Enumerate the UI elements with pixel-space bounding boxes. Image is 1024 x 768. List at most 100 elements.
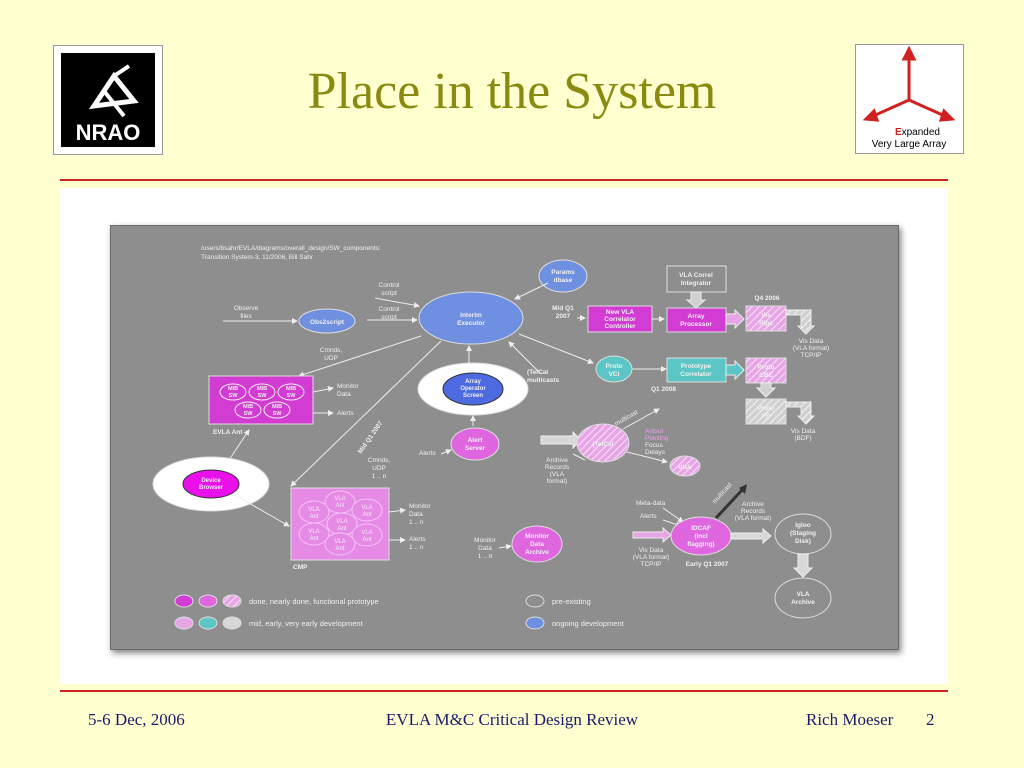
monitor-data-a: Monitor bbox=[337, 383, 360, 390]
legend-done-swatch bbox=[174, 594, 194, 608]
nvcc-label-1: New VLA bbox=[606, 309, 634, 316]
vis-data-1: Vis Data bbox=[799, 338, 824, 345]
integrator-arrow bbox=[685, 291, 707, 309]
vla-correl-integrator-node bbox=[666, 265, 727, 293]
monitor-data-b: Data bbox=[337, 391, 351, 398]
legend-mid-label: mid, early, very early development bbox=[249, 619, 364, 628]
legend-ongoing-label: ongoing development bbox=[552, 619, 625, 628]
vis-data-3: TCP/IP bbox=[801, 352, 822, 359]
nrao-logo: NRAO bbox=[53, 45, 163, 155]
prototype-correlator-1: Prototype bbox=[681, 363, 712, 370]
igloo-1: Igloo bbox=[795, 522, 811, 529]
igloo-3: Disk) bbox=[795, 538, 811, 545]
vis-pipe-label-2: Pipe bbox=[759, 320, 773, 327]
mib-2a: MIB bbox=[257, 386, 267, 392]
archive-rec-2: Records bbox=[545, 464, 570, 471]
vla-correl-integrator-label-1: VLA Correl bbox=[679, 272, 713, 279]
vis-pipe-arrow bbox=[785, 309, 816, 335]
vla-ant-1a: VLA bbox=[334, 496, 345, 502]
igloo-archive-arrow bbox=[792, 553, 814, 578]
mid-q1-2007-diag: Mid Q1 2007 bbox=[357, 420, 385, 455]
vla-ant-5a: VLA bbox=[308, 529, 319, 535]
vla-ant-3a: VLA bbox=[361, 505, 372, 511]
telcal-disk-arrow bbox=[626, 451, 668, 464]
alerts-arrow-2 bbox=[440, 449, 452, 455]
legend-ongoing-swatch bbox=[525, 616, 545, 630]
idcaf-2: (incl bbox=[694, 533, 708, 540]
aos-label-2: Operator bbox=[460, 386, 486, 392]
cmnds-udp-n-3: 1 .. n bbox=[372, 473, 387, 480]
idcaf-igloo-arrow bbox=[730, 527, 772, 545]
telcal-input-arrow bbox=[540, 430, 582, 450]
ap-arrow bbox=[725, 308, 745, 330]
archive-rec-b-3: (VLA format) bbox=[735, 515, 771, 522]
legend: done, nearly done, functional prototype … bbox=[174, 594, 625, 630]
vis-data-bdf-2: (BDF) bbox=[794, 435, 811, 442]
archive-rec-b-1: Archive bbox=[742, 501, 764, 508]
nvcc-label-2: Correlator bbox=[604, 316, 636, 323]
proto-cbe-1: Proto bbox=[758, 364, 775, 371]
prototype-correlator-2: Correlator bbox=[680, 371, 712, 378]
mda-3: Archive bbox=[525, 549, 549, 556]
vla-ant-2a: VLA bbox=[308, 507, 319, 513]
evla-logo-graphic: Expanded Very Large Array bbox=[862, 45, 956, 150]
alerts-label-2: Alerts bbox=[419, 450, 436, 457]
telcal-multicast-arrow bbox=[622, 408, 660, 430]
nrao-logo-graphic: NRAO bbox=[61, 53, 155, 147]
telcal-multicasts-a: (TelCal bbox=[527, 369, 548, 376]
evla-ant-label: EVLA Ant bbox=[213, 429, 243, 436]
mid-q1-2007-a: Mid Q1 bbox=[552, 305, 574, 312]
mda-1: Monitor bbox=[525, 533, 549, 540]
archive-rec-3: (VLA bbox=[550, 471, 565, 478]
diagram-source-note: Transition System-3, 11/2006, Bill Sahr bbox=[201, 254, 314, 261]
telcal-node bbox=[576, 423, 630, 463]
vis-pipe-label-1: Vis bbox=[761, 312, 771, 319]
idcaf-multicast-arrow bbox=[714, 487, 745, 520]
footer-page-number: 2 bbox=[926, 710, 935, 729]
control-script-2-a: Control bbox=[379, 306, 401, 313]
device-browser-1: Device bbox=[201, 478, 221, 484]
obs2script-node bbox=[298, 308, 356, 334]
idcaf-vis-2: (VLA format) bbox=[633, 554, 669, 561]
vla-correl-integrator-label-2: Integrator bbox=[681, 280, 712, 287]
vla-ant-1b: Ant bbox=[335, 503, 344, 509]
idcaf-3: flagging) bbox=[687, 541, 714, 548]
vla-ant-4b: Ant bbox=[337, 526, 346, 532]
meta-data-label: Meta-data bbox=[636, 500, 666, 507]
legend-pre-swatch bbox=[525, 594, 545, 608]
cmnds-udp-n-1: Cmnds, bbox=[368, 457, 391, 464]
legend-nearly-done-swatch bbox=[198, 594, 218, 608]
igloo-2: (Staging bbox=[790, 530, 816, 537]
disk-label: disk bbox=[678, 464, 691, 471]
params-arrow bbox=[514, 282, 549, 300]
multicast-label: multicast bbox=[614, 409, 640, 428]
cmp-alerts-1: Alerts bbox=[409, 536, 426, 543]
q1-2008-label: Q1 2008 bbox=[651, 386, 676, 393]
system-diagram-svg: /users/bsahr/EVLA/diagrams/overall_desig… bbox=[152, 245, 832, 630]
cbe-ff-arrow bbox=[755, 382, 777, 398]
cmnds-arrow bbox=[298, 335, 422, 378]
params-dbase-label-2: dbase bbox=[554, 277, 573, 284]
vla-archive-2: Archive bbox=[791, 599, 815, 606]
svg-text:Expanded: Expanded bbox=[895, 127, 940, 138]
archive-rec-4: format) bbox=[547, 478, 568, 485]
proto-ff-2: FF bbox=[762, 413, 770, 420]
mib-5b: SW bbox=[273, 411, 283, 417]
mib-4b: SW bbox=[244, 411, 254, 417]
mib-sw-group bbox=[219, 383, 305, 419]
vis-data-bdf-1: Vis Data bbox=[791, 428, 816, 435]
mib-3a: MIB bbox=[286, 386, 296, 392]
control-arrow-1 bbox=[374, 297, 420, 309]
legend-very-early-swatch bbox=[222, 616, 242, 630]
mid-q1-2007-b: 2007 bbox=[556, 313, 571, 320]
mib-1b: SW bbox=[229, 393, 239, 399]
idcaf-vis-3: TCP/IP bbox=[641, 561, 662, 568]
vla-ant-group bbox=[298, 490, 383, 556]
top-divider bbox=[60, 179, 948, 181]
legend-done-label: done, nearly done, functional prototype bbox=[249, 597, 379, 606]
vla-ant-4a: VLA bbox=[336, 519, 347, 525]
disk-node bbox=[669, 455, 701, 477]
observe-files-b: files bbox=[240, 313, 252, 320]
legend-mid-swatch bbox=[174, 616, 194, 630]
cmp-monitor-arrow bbox=[388, 507, 406, 514]
